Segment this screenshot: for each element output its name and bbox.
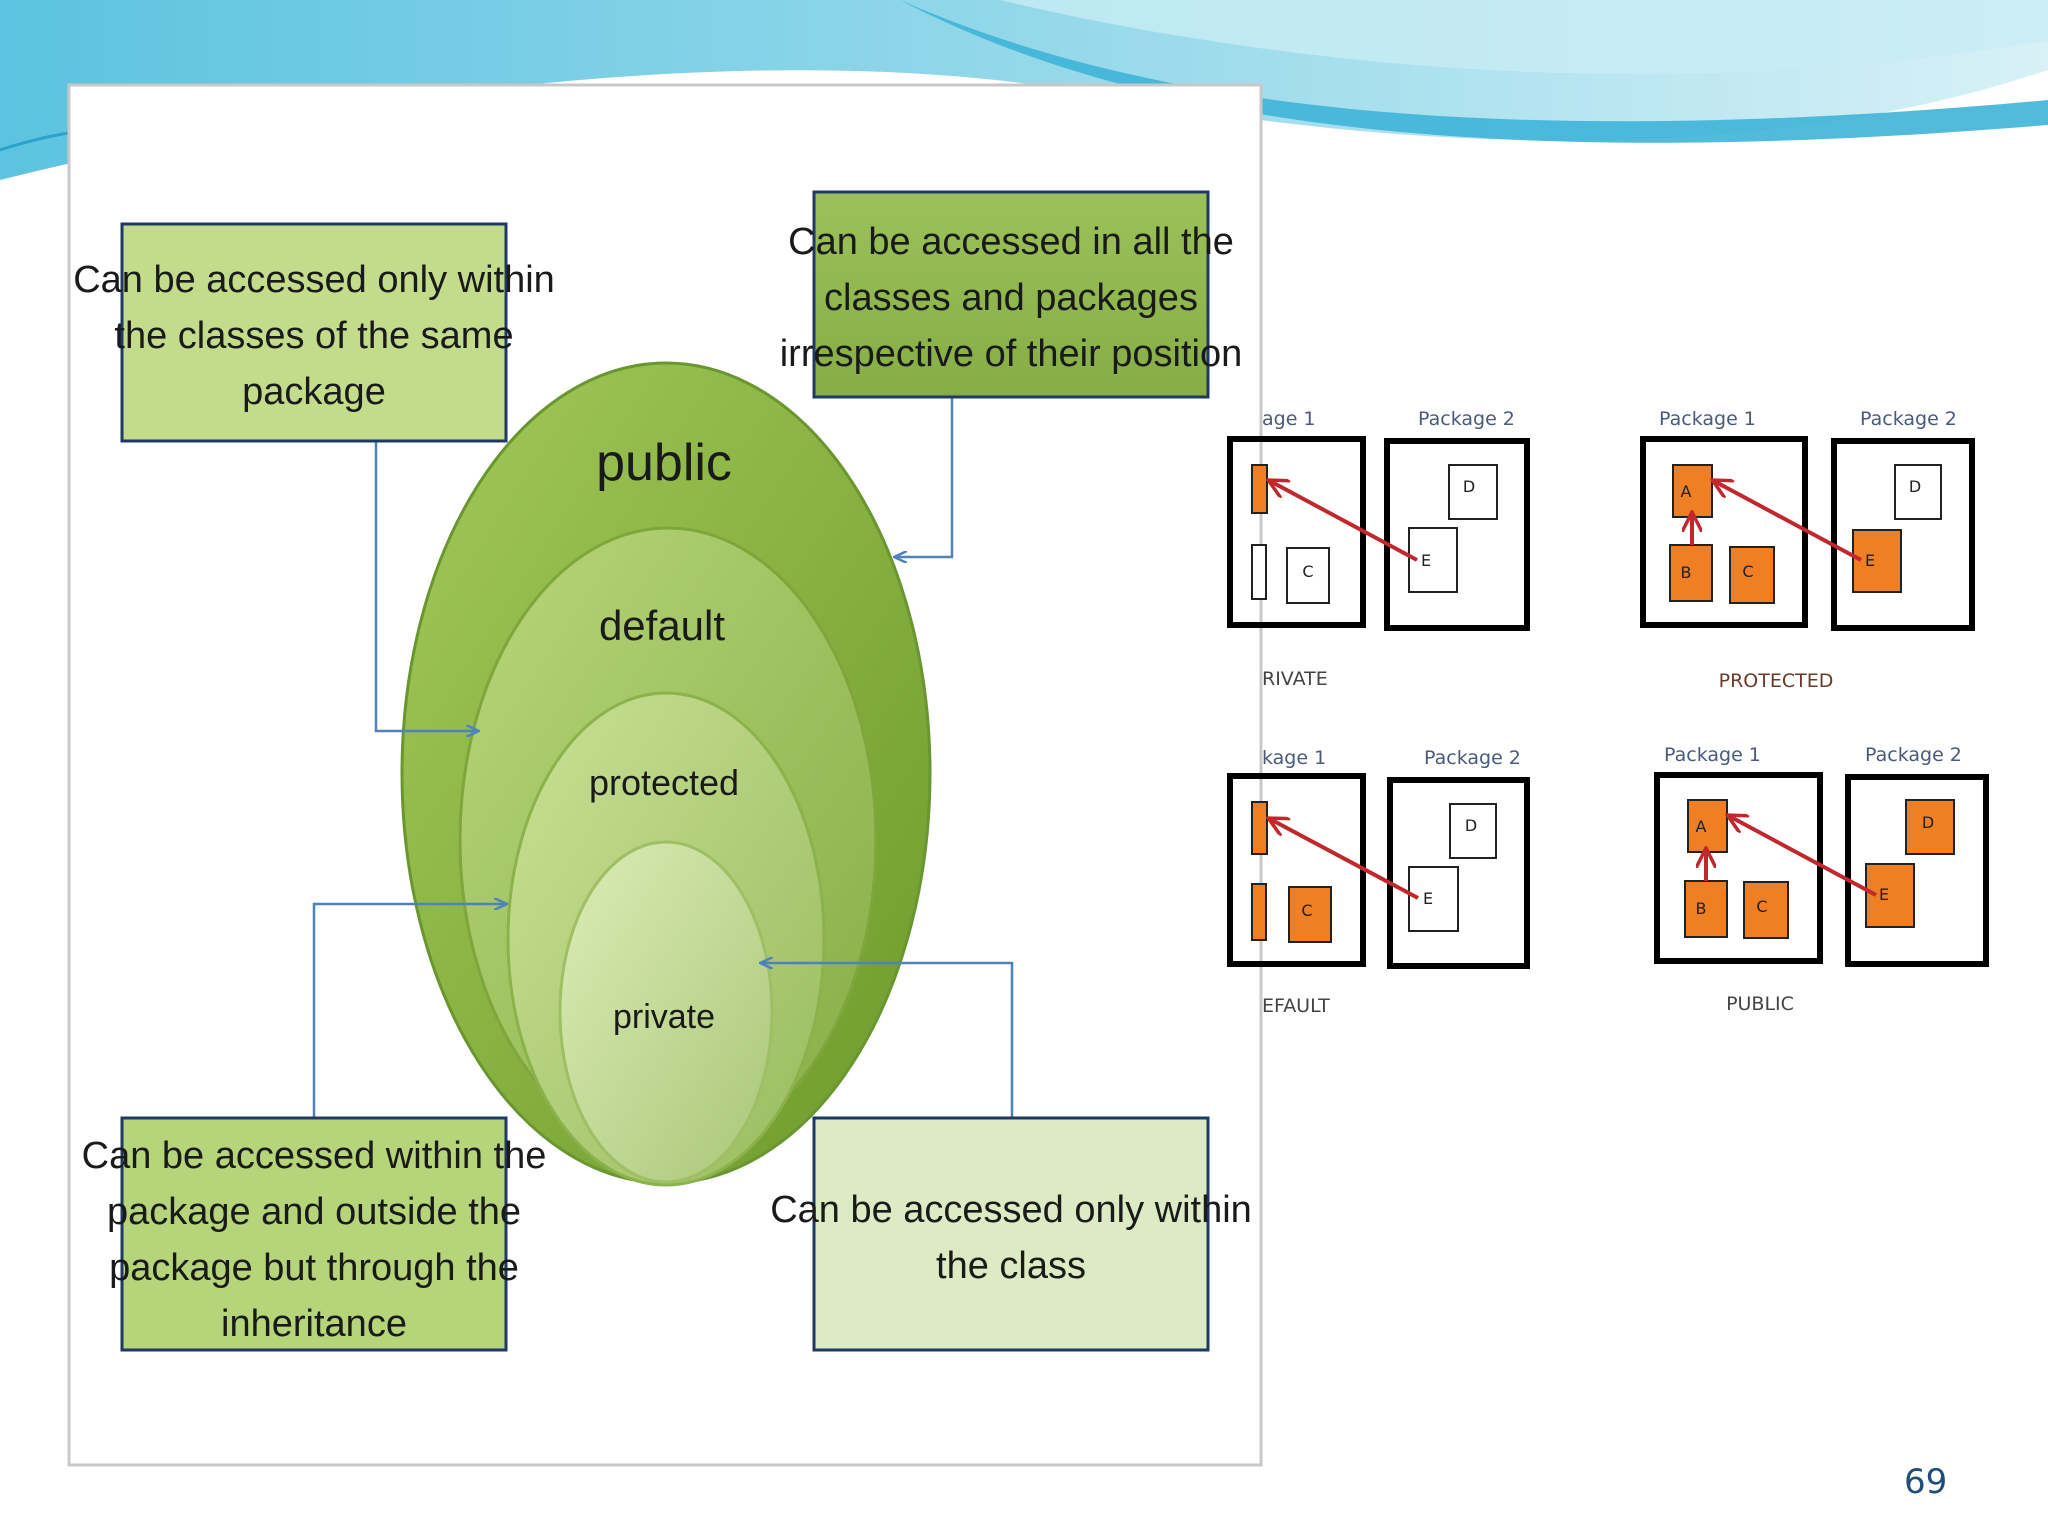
- svg-text:Package 1: Package 1: [1659, 408, 1756, 430]
- svg-text:Package 2: Package 2: [1860, 408, 1957, 430]
- arrow-to-default: [374, 441, 478, 731]
- svg-text:package and outside the: package and outside the: [107, 1191, 521, 1233]
- svg-text:B: B: [1696, 899, 1707, 918]
- arrow-to-protected: [312, 904, 506, 1118]
- panel-protected: Package 1 Package 2 A B C D E PROTECTED: [1640, 408, 1975, 692]
- svg-text:A: A: [1696, 817, 1707, 836]
- svg-text:package but through the: package but through the: [109, 1247, 519, 1289]
- svg-text:C: C: [1302, 562, 1313, 581]
- label-private: private: [613, 998, 715, 1036]
- arrow-to-private: [761, 963, 1014, 1118]
- svg-text:D: D: [1465, 816, 1477, 835]
- svg-text:C: C: [1756, 897, 1767, 916]
- svg-text:Can be accessed only within: Can be accessed only within: [73, 259, 555, 301]
- svg-text:Package 2: Package 2: [1424, 747, 1521, 769]
- box-top-right: Can be accessed in all the classes and p…: [780, 190, 1243, 399]
- label-public: public: [596, 434, 732, 492]
- svg-text:package: package: [242, 371, 386, 413]
- svg-text:E: E: [1865, 551, 1875, 570]
- svg-text:E: E: [1879, 885, 1889, 904]
- panel-private: age 1 Package 2 C D E RIVATE: [1227, 408, 1530, 690]
- panel-public: Package 1 Package 2 A B C D E PUBLIC: [1654, 744, 1989, 1015]
- panel-default: kage 1 Package 2 C D E EFAULT: [1227, 747, 1530, 1017]
- ellipse-private: [558, 840, 774, 1184]
- svg-text:Package 2: Package 2: [1418, 408, 1515, 430]
- svg-text:A: A: [1681, 482, 1692, 501]
- connector-arrows: [312, 397, 1014, 1118]
- svg-text:PROTECTED: PROTECTED: [1719, 670, 1834, 692]
- svg-text:Can be accessed within the: Can be accessed within the: [82, 1135, 547, 1177]
- svg-text:E: E: [1423, 889, 1433, 908]
- svg-text:irrespective of their position: irrespective of their position: [780, 333, 1243, 375]
- svg-text:PUBLIC: PUBLIC: [1726, 993, 1794, 1015]
- label-default: default: [599, 602, 725, 649]
- svg-text:Can be accessed only within: Can be accessed only within: [770, 1189, 1252, 1231]
- svg-text:kage 1: kage 1: [1262, 747, 1326, 769]
- svg-text:Package 1: Package 1: [1664, 744, 1761, 766]
- svg-text:classes and packages: classes and packages: [824, 277, 1198, 319]
- svg-text:C: C: [1301, 901, 1312, 920]
- arrow-to-public: [895, 397, 954, 557]
- box-bottom-left: Can be accessed within the package and o…: [82, 1116, 547, 1352]
- svg-text:inheritance: inheritance: [221, 1303, 407, 1345]
- svg-text:E: E: [1421, 551, 1431, 570]
- svg-text:age 1: age 1: [1262, 408, 1316, 430]
- svg-text:RIVATE: RIVATE: [1262, 668, 1328, 690]
- box-top-left: Can be accessed only within the classes …: [73, 222, 555, 443]
- svg-text:C: C: [1742, 562, 1753, 581]
- label-protected: protected: [589, 762, 739, 803]
- svg-text:B: B: [1681, 563, 1692, 582]
- box-bottom-right: Can be accessed only within the class: [770, 1116, 1252, 1352]
- access-levels-ellipses: public default protected private: [400, 361, 932, 1187]
- svg-text:Can be accessed in all the: Can be accessed in all the: [788, 221, 1234, 263]
- header-wave-decoration: [0, 0, 2048, 180]
- svg-text:EFAULT: EFAULT: [1262, 995, 1330, 1017]
- svg-text:Package 2: Package 2: [1865, 744, 1962, 766]
- svg-text:D: D: [1463, 477, 1475, 496]
- page-number: 69: [1904, 1462, 1948, 1502]
- svg-text:D: D: [1922, 813, 1934, 832]
- svg-text:the classes of the same: the classes of the same: [114, 315, 513, 357]
- svg-text:the class: the class: [936, 1245, 1086, 1287]
- svg-text:D: D: [1909, 477, 1921, 496]
